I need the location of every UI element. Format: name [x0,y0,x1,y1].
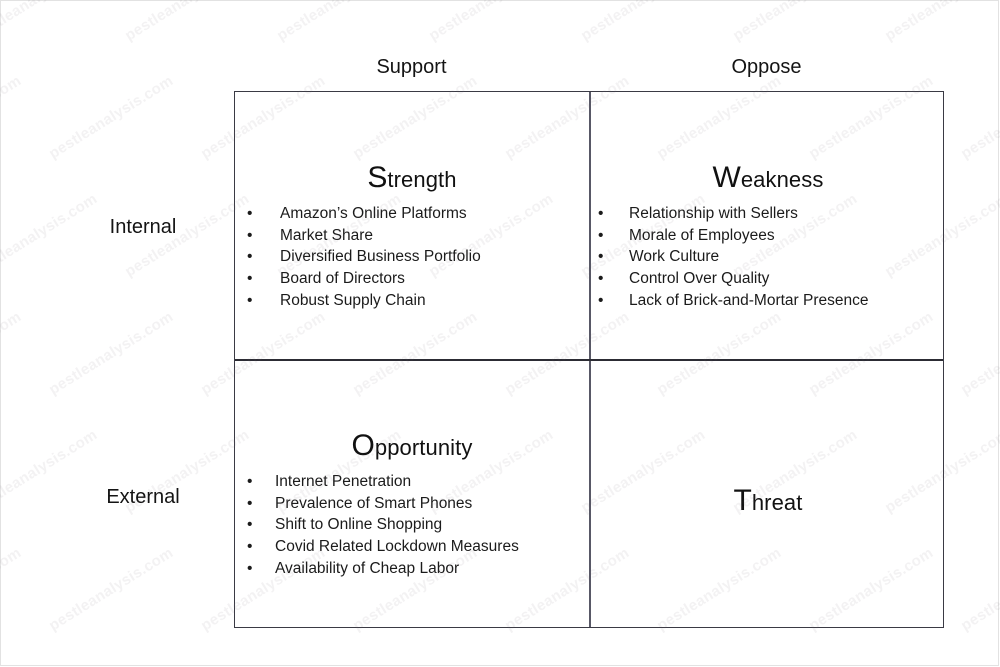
bullet-glyph: • [598,270,604,288]
list-item-label: Internet Penetration [275,473,412,490]
list-item: • Relationship with Sellers [598,203,868,225]
list-item-label: Control Over Quality [629,270,770,288]
bullet-glyph: • [247,473,253,490]
list-item-label: Board of Directors [280,270,405,288]
bullet-glyph: • [598,205,604,222]
list-item: • Board of Directors [247,268,481,290]
quadrant-heading-threat: Threat [591,486,957,516]
list-item-label: Covid Related Lockdown Measures [275,538,519,556]
heading-rest-opportunity: pportunity [374,435,473,460]
row-header-external: External [106,486,180,508]
heading-rest-weakness: eakness [740,167,824,192]
list-item-label: Shift to Online Shopping [275,516,443,534]
heading-drop-cap-weakness: W [712,161,741,194]
column-header-support: Support [376,56,447,78]
matrix-horizontal-divider [235,359,943,361]
list-item-label: Prevalence of Smart Phones [275,494,473,512]
bullet-glyph: • [598,226,604,244]
quadrant-heading-opportunity: Opportunity [235,431,603,461]
list-item: • Prevalence of Smart Phones [247,493,519,515]
list-item: • Control Over Quality [598,268,868,290]
list-item: • Internet Penetration [247,471,519,493]
bullet-list-opportunity: • Internet Penetration • Prevalence of S… [247,471,519,580]
bullet-glyph: • [247,291,253,309]
list-item-label: Diversified Business Portfolio [280,248,481,266]
quadrant-threat: Threat [591,361,945,629]
list-item-label: Availability of Cheap Labor [275,559,460,577]
heading-drop-cap-opportunity: O [351,429,375,462]
quadrant-opportunity: Opportunity • Internet Penetration • Pre… [235,361,589,629]
list-item-label: Robust Supply Chain [280,291,426,309]
bullet-list-weakness: • Relationship with Sellers • Morale of … [598,203,868,312]
heading-drop-cap-strength: S [367,161,388,194]
list-item-label: Amazon’s Online Platforms [280,205,467,222]
list-item: • Availability of Cheap Labor [247,558,519,580]
row-header-internal: Internal [109,216,177,238]
swot-matrix: Strength • Amazon’s Online Platforms • M… [234,91,944,628]
bullet-glyph: • [247,494,253,512]
bullet-glyph: • [247,270,253,288]
bullet-glyph: • [247,248,253,266]
heading-rest-threat: hreat [751,490,803,515]
quadrant-heading-strength: Strength [235,163,609,193]
bullet-glyph: • [247,205,253,222]
list-item-label: Relationship with Sellers [629,205,798,222]
list-item-label: Morale of Employees [629,226,775,244]
heading-drop-cap-threat: T [733,484,752,517]
list-item: • Covid Related Lockdown Measures [247,536,519,558]
column-header-oppose: Oppose [731,56,802,78]
list-item: • Shift to Online Shopping [247,514,519,536]
quadrant-weakness: Weakness • Relationship with Sellers • M… [591,92,945,359]
list-item-label: Market Share [280,226,374,244]
list-item: • Lack of Brick-and-Mortar Presence [598,290,868,312]
list-item: • Morale of Employees [598,225,868,247]
bullet-glyph: • [247,516,253,534]
list-item: • Work Culture [598,246,868,268]
list-item: • Amazon’s Online Platforms [247,203,481,225]
list-item: • Robust Supply Chain [247,290,481,312]
bullet-glyph: • [247,559,253,577]
bullet-glyph: • [247,226,253,244]
list-item: • Diversified Business Portfolio [247,246,481,268]
list-item-label: Work Culture [629,248,720,266]
list-item: • Market Share [247,225,481,247]
quadrant-strength: Strength • Amazon’s Online Platforms • M… [235,92,589,359]
bullet-glyph: • [598,248,604,266]
quadrant-heading-weakness: Weakness [591,163,961,193]
list-item-label: Lack of Brick-and-Mortar Presence [629,291,869,309]
bullet-glyph: • [247,538,253,556]
heading-rest-strength: trength [387,167,457,192]
bullet-list-strength: • Amazon’s Online Platforms • Market Sha… [247,203,481,312]
bullet-glyph: • [598,291,604,309]
